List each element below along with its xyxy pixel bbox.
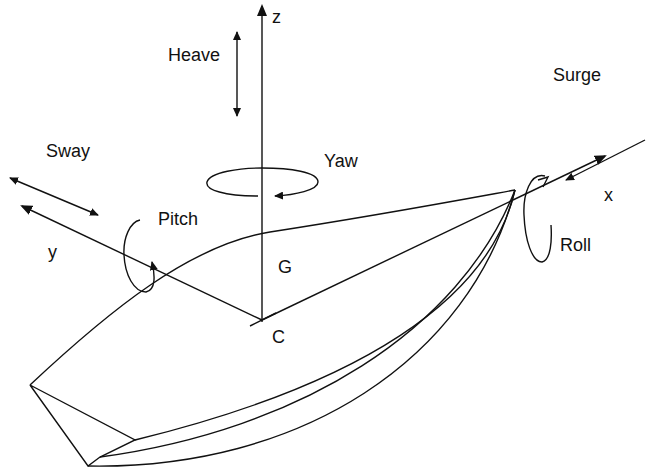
point-label: C: [272, 328, 285, 346]
yaw-arrow: [207, 168, 318, 196]
point-label: G: [278, 258, 292, 276]
z-axis: [261, 6, 262, 322]
motion-label: Pitch: [158, 210, 198, 228]
axis-label: z: [272, 8, 281, 26]
deck-edge: [135, 190, 515, 440]
axis-label: x: [604, 186, 613, 204]
heave-arrow: [236, 32, 237, 116]
deck-edge: [30, 190, 515, 385]
motion-label: Sway: [46, 142, 90, 160]
axis-label: y: [48, 243, 57, 261]
roll-arrow: [524, 176, 551, 262]
y-axis: [22, 206, 262, 320]
sway-arrow: [10, 178, 98, 215]
surge-arrow: [566, 140, 645, 180]
motion-label: Heave: [168, 46, 220, 64]
chine-line: [100, 190, 515, 457]
roll-arrowhead: [538, 177, 548, 187]
motion-label: Yaw: [324, 152, 358, 170]
origin-tick: [250, 313, 276, 326]
motion-label: Roll: [560, 236, 591, 254]
x-axis: [262, 156, 605, 320]
pitch-arrow: [124, 220, 154, 292]
motion-label: Surge: [553, 66, 601, 84]
hull-bottom: [88, 190, 515, 466]
